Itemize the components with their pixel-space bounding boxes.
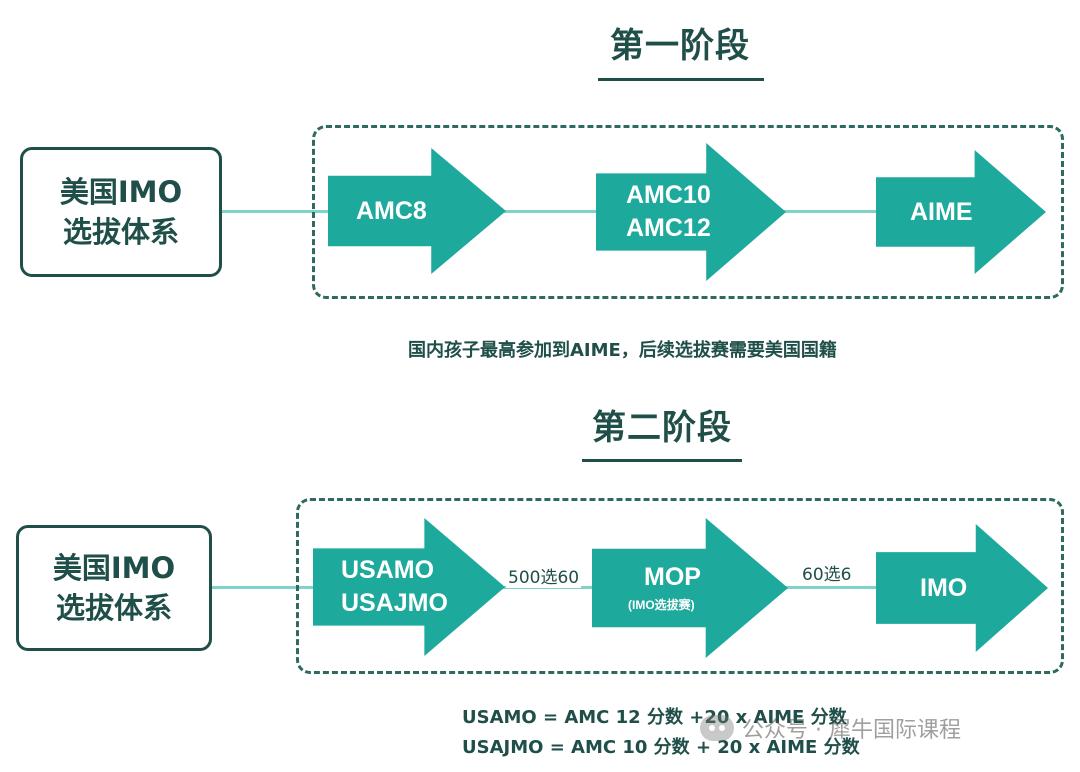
stage2-dashed-container bbox=[296, 498, 1064, 674]
stage1-system-box: 美国IMO 选拔体系 bbox=[20, 147, 222, 277]
arrow-label: AMC8 bbox=[356, 196, 427, 225]
stage1-connector-2 bbox=[780, 210, 880, 213]
stage2-box-line1: 美国IMO bbox=[52, 551, 176, 585]
arrow-label: AMC12 bbox=[626, 214, 711, 242]
stage2-title: 第二阶段 bbox=[592, 408, 732, 448]
stage2-connector-box bbox=[212, 586, 322, 589]
stage1-title-underline bbox=[598, 78, 764, 81]
arrow-label: IMO bbox=[920, 573, 968, 602]
arrow-label: USAJMO bbox=[341, 589, 448, 617]
wechat-icon bbox=[700, 715, 734, 741]
stage2-system-box: 美国IMO 选拔体系 bbox=[16, 525, 212, 651]
stage1-box-line1: 美国IMO bbox=[59, 175, 183, 209]
stage1-connector-box bbox=[222, 210, 332, 213]
stage2-box-line2: 选拔体系 bbox=[55, 591, 172, 625]
stage1-box-line2: 选拔体系 bbox=[62, 215, 179, 249]
arrow-label: AIME bbox=[910, 197, 973, 226]
stage1-connector-1 bbox=[500, 210, 600, 213]
watermark-text: 公众号 · 犀牛国际课程 bbox=[742, 718, 961, 743]
arrow-label: MOP bbox=[644, 562, 701, 591]
arrow-sublabel: (IMO选拔赛) bbox=[628, 597, 695, 612]
stage2-connector-2 bbox=[782, 586, 882, 589]
stage2-connector-label-2: 60选6 bbox=[800, 560, 854, 585]
usamo-formula: USAMO = AMC 12 分数 +20 x AIME 分数 bbox=[462, 707, 847, 728]
stage1-note: 国内孩子最高参加到AIME，后续选拔赛需要美国国籍 bbox=[408, 340, 837, 361]
arrow-label: AMC10 bbox=[626, 181, 711, 209]
usajmo-formula: USAJMO = AMC 10 分数 + 20 x AIME 分数 bbox=[462, 737, 860, 758]
stage2-title-underline bbox=[582, 459, 742, 462]
watermark: 公众号 · 犀牛国际课程 bbox=[700, 712, 961, 744]
stage2-connector-label-1: 500选60 bbox=[506, 563, 582, 588]
arrow-label: USAMO bbox=[341, 556, 435, 584]
stage1-title: 第一阶段 bbox=[610, 26, 750, 66]
stage1-dashed-container bbox=[312, 125, 1064, 299]
